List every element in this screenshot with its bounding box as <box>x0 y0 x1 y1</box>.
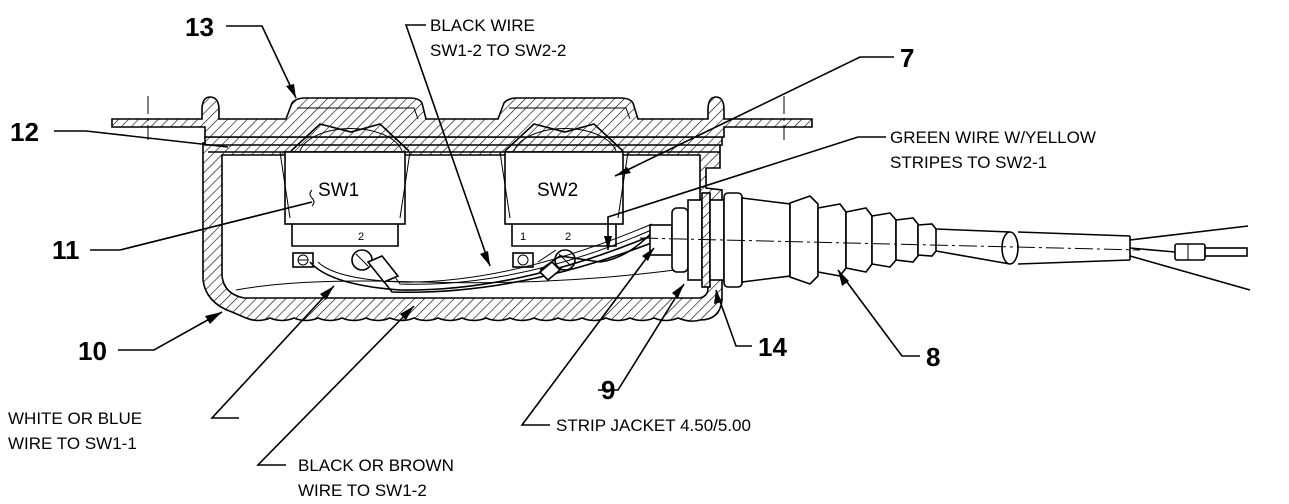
strain-relief <box>789 195 937 285</box>
sw2-terminal-1 <box>512 252 534 268</box>
sw2-pin1-label: 1 <box>520 231 526 243</box>
callout-8: 8 <box>926 342 940 372</box>
note-green-wire-1: GREEN WIRE W/YELLOW <box>890 128 1096 147</box>
note-black-wire-2: SW1-2 TO SW2-2 <box>430 41 566 60</box>
leader-lines <box>54 24 920 466</box>
wire-harness <box>309 223 665 294</box>
switch-sw2 <box>499 123 629 247</box>
sw1-terminal-2 <box>351 249 373 271</box>
note-strip-jacket: STRIP JACKET 4.50/5.00 <box>556 416 751 435</box>
cover-dome-1 <box>297 107 419 120</box>
cover-boot <box>111 96 813 138</box>
callout-12: 12 <box>10 117 39 147</box>
sw1-pin2-label: 2 <box>358 231 364 243</box>
note-brown-wire-2: WIRE TO SW1-2 <box>298 481 427 500</box>
callout-10: 10 <box>78 336 107 366</box>
enclosure-inner-floor <box>235 267 691 291</box>
sw1-terminal-1 <box>292 252 314 268</box>
switch-sw1 <box>279 123 411 247</box>
gasket-plate <box>204 136 723 146</box>
sw2-label: SW2 <box>537 180 578 201</box>
note-white-wire-1: WHITE OR BLUE <box>8 409 142 428</box>
note-black-wire-1: BLACK WIRE <box>430 16 535 35</box>
callout-11: 11 <box>52 235 80 265</box>
callout-14: 14 <box>758 332 787 362</box>
power-cable <box>935 225 1251 291</box>
enclosure-base <box>202 142 723 322</box>
note-brown-wire-1: BLACK OR BROWN <box>298 456 454 475</box>
callout-13: 13 <box>185 12 214 42</box>
sw1-label: SW1 <box>318 180 359 201</box>
sw2-pin2-label: 2 <box>565 231 571 243</box>
note-green-wire-2: STRIPES TO SW2-1 <box>890 153 1047 172</box>
note-white-wire-2: WIRE TO SW1-1 <box>8 434 137 453</box>
cover-dome-2 <box>509 107 631 120</box>
callout-7: 7 <box>900 43 914 73</box>
cord-centerline <box>639 237 1141 251</box>
callout-9: 9 <box>601 375 615 405</box>
